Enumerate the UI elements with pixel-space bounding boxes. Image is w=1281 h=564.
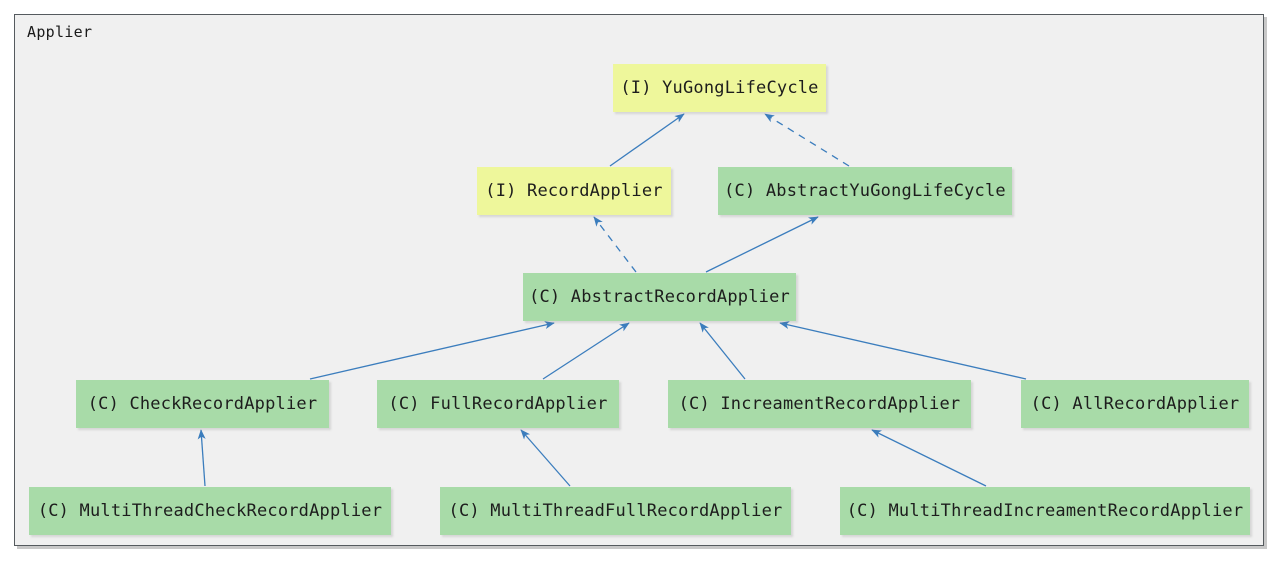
class-node-label: (C) MultiThreadIncreamentRecordApplier <box>846 501 1244 521</box>
class-node-abstractyugonglifecycle[interactable]: (C) AbstractYuGongLifeCycle <box>718 167 1012 215</box>
class-node-label: (C) AbstractYuGongLifeCycle <box>724 181 1006 201</box>
edge-multithreadincreamentrecordapplier-to-increamentrecordapplier <box>871 429 987 487</box>
edge-abstractyugonglifecycle-to-yugonglifecycle <box>764 113 850 167</box>
edge-multithreadfullrecordapplier-to-fullrecordapplier <box>520 429 571 487</box>
class-node-multithreadincreamentrecordapplier[interactable]: (C) MultiThreadIncreamentRecordApplier <box>840 487 1250 535</box>
edge-increamentrecordapplier-to-abstractrecordapplier <box>699 322 746 380</box>
class-node-label: (I) RecordApplier <box>485 181 663 201</box>
class-node-label: (C) IncreamentRecordApplier <box>678 394 961 414</box>
edge-fullrecordapplier-to-abstractrecordapplier <box>542 322 630 380</box>
class-node-label: (C) AbstractRecordApplier <box>529 287 790 307</box>
class-node-label: (C) MultiThreadCheckRecordApplier <box>37 501 383 521</box>
edge-recordapplier-to-yugonglifecycle <box>609 113 685 167</box>
class-node-label: (C) CheckRecordApplier <box>87 394 318 414</box>
class-node-label: (C) AllRecordApplier <box>1030 394 1240 414</box>
class-node-label: (C) FullRecordApplier <box>388 394 608 414</box>
edge-abstractrecordapplier-to-abstractyugonglifecycle <box>705 216 819 273</box>
class-node-checkrecordapplier[interactable]: (C) CheckRecordApplier <box>76 380 329 428</box>
class-node-multithreadcheckrecordapplier[interactable]: (C) MultiThreadCheckRecordApplier <box>29 487 391 535</box>
class-node-allrecordapplier[interactable]: (C) AllRecordApplier <box>1021 380 1249 428</box>
edge-allrecordapplier-to-abstractrecordapplier <box>779 321 1027 380</box>
class-node-multithreadfullrecordapplier[interactable]: (C) MultiThreadFullRecordApplier <box>440 487 791 535</box>
class-node-recordapplier[interactable]: (I) RecordApplier <box>477 167 671 215</box>
class-node-abstractrecordapplier[interactable]: (C) AbstractRecordApplier <box>523 273 796 321</box>
class-node-increamentrecordapplier[interactable]: (C) IncreamentRecordApplier <box>668 380 971 428</box>
class-node-label: (C) MultiThreadFullRecordApplier <box>448 501 783 521</box>
class-node-yugonglifecycle[interactable]: (I) YuGongLifeCycle <box>613 64 826 112</box>
edge-multithreadcheckrecordapplier-to-checkrecordapplier <box>197 429 206 487</box>
package-title: Applier <box>27 23 93 41</box>
class-node-fullrecordapplier[interactable]: (C) FullRecordApplier <box>377 380 619 428</box>
edge-checkrecordapplier-to-abstractrecordapplier <box>309 321 555 380</box>
edge-abstractrecordapplier-to-recordapplier <box>593 216 637 273</box>
class-node-label: (I) YuGongLifeCycle <box>620 78 819 98</box>
